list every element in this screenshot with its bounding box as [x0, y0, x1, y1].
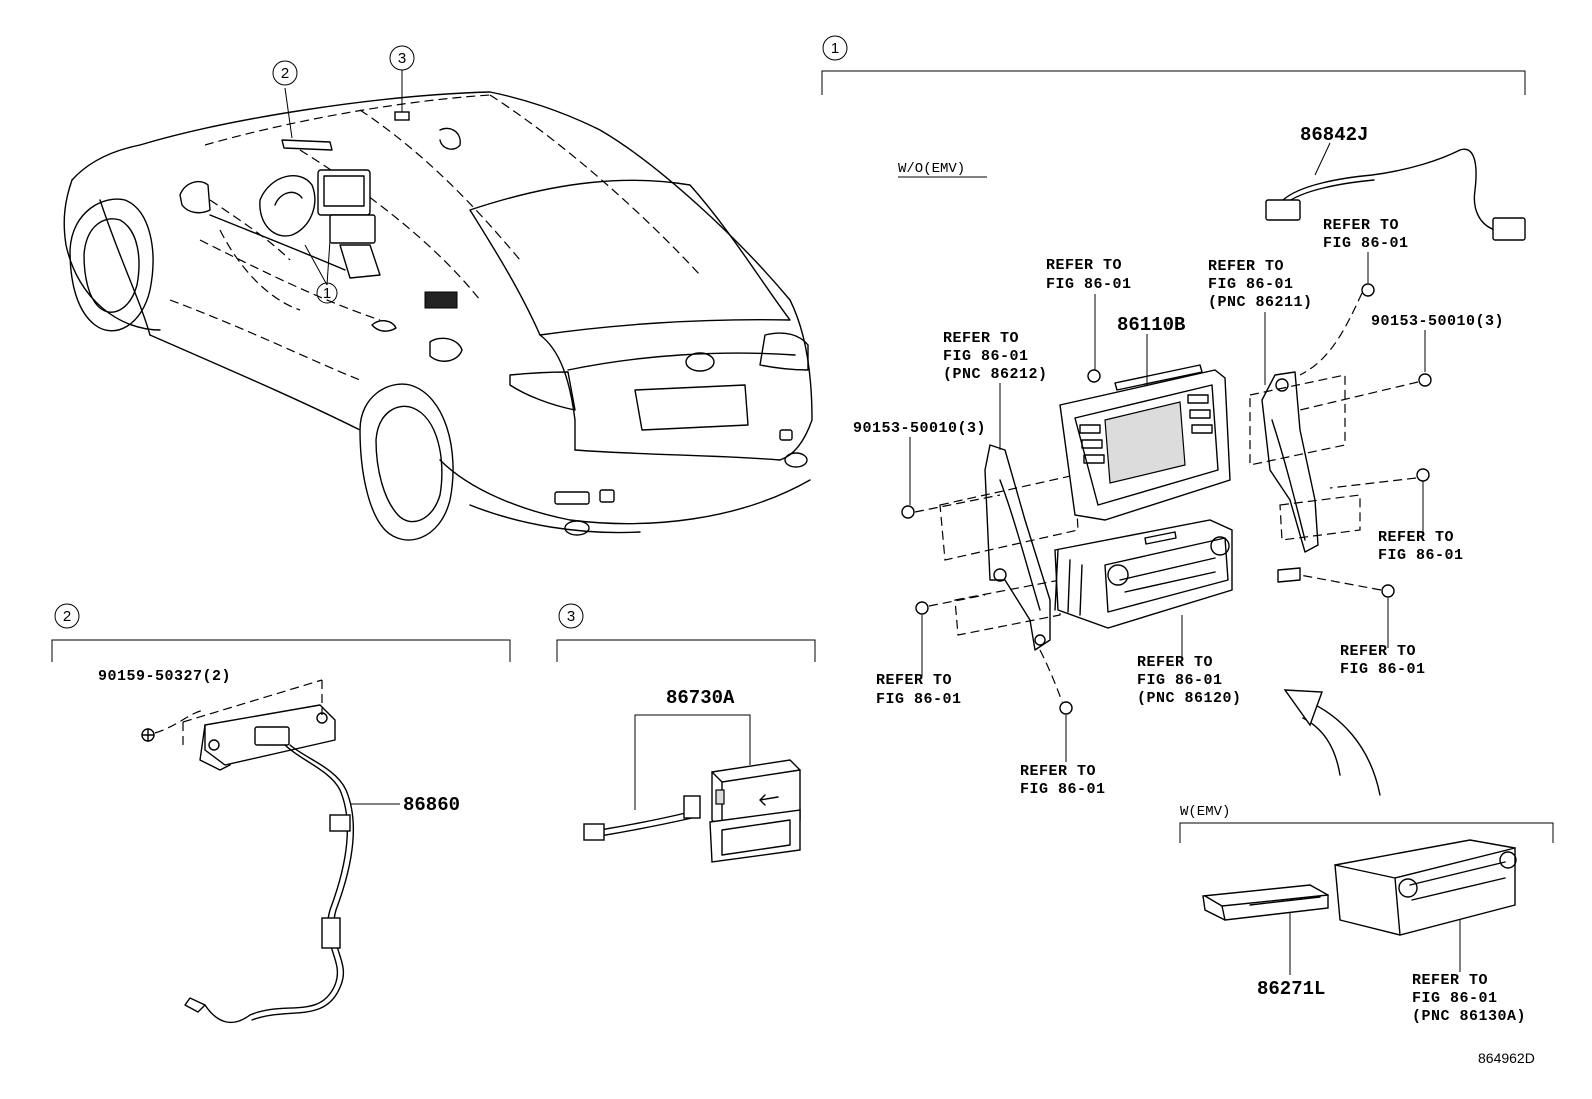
svg-text:REFER TO: REFER TO [1340, 643, 1416, 660]
screw-icon [1381, 584, 1395, 598]
svg-text:FIG 86-01: FIG 86-01 [1378, 547, 1464, 564]
svg-text:(PNC 86120): (PNC 86120) [1137, 690, 1242, 707]
section-3: 3 86730A [556, 603, 816, 863]
refer-fig-86-01-c: REFER TO FIG 86-01 [1378, 529, 1464, 564]
svg-text:REFER TO: REFER TO [1208, 258, 1284, 275]
svg-text:FIG 86-01: FIG 86-01 [1412, 990, 1498, 1007]
section-2: 2 90159-50327(2) 86860 [51, 603, 511, 1024]
svg-text:FIG 86-01: FIG 86-01 [1340, 661, 1426, 678]
svg-text:REFER TO: REFER TO [1378, 529, 1454, 546]
bolt-icon [141, 728, 155, 742]
svg-text:FIG 86-01: FIG 86-01 [1208, 276, 1294, 293]
svg-text:REFER TO: REFER TO [1323, 217, 1399, 234]
refer-fig-86-01-d: REFER TO FIG 86-01 [1340, 643, 1426, 678]
variant-label-wo-emv: W/O(EMV) [898, 161, 965, 177]
svg-text:FIG 86-01: FIG 86-01 [1323, 235, 1409, 252]
part-number-86842J: 86842J [1300, 124, 1368, 146]
part-number-86271L: 86271L [1257, 978, 1325, 1000]
svg-text:FIG 86-01: FIG 86-01 [876, 691, 962, 708]
svg-text:FIG 86-01: FIG 86-01 [1046, 276, 1132, 293]
screw-icon [1418, 373, 1432, 387]
part-number-86730A: 86730A [666, 687, 735, 709]
refer-fig-86-01-pnc-86120: REFER TO FIG 86-01 (PNC 86120) [1137, 654, 1242, 707]
part-number-86110B: 86110B [1117, 314, 1185, 336]
svg-text:REFER TO: REFER TO [943, 330, 1019, 347]
svg-text:(PNC 86211): (PNC 86211) [1208, 294, 1313, 311]
screw-icon [1361, 283, 1375, 297]
svg-text:FIG 86-01: FIG 86-01 [943, 348, 1029, 365]
svg-text:REFER TO: REFER TO [876, 672, 952, 689]
callout-1-overview: 1 [316, 282, 338, 304]
section-1-number: 1 [831, 40, 839, 57]
svg-text:REFER TO: REFER TO [1137, 654, 1213, 671]
refer-fig-86-01-f: REFER TO FIG 86-01 [1020, 763, 1106, 798]
refer-fig-86-01-pnc-86212: REFER TO FIG 86-01 (PNC 86212) [943, 330, 1048, 383]
callout-3-overview: 3 [389, 45, 415, 71]
screw-icon [1416, 468, 1430, 482]
refer-fig-86-01-pnc-86130a: REFER TO FIG 86-01 (PNC 86130A) [1412, 972, 1526, 1025]
screw-icon [1087, 369, 1101, 383]
variant-label-w-emv: W(EMV) [1180, 804, 1230, 820]
refer-fig-86-01-a: REFER TO FIG 86-01 [1046, 257, 1132, 293]
svg-text:(PNC 86130A): (PNC 86130A) [1412, 1008, 1526, 1025]
bolt-label-90153-50010-right: 90153-50010(3) [1371, 313, 1504, 330]
vehicle-overview [63, 70, 813, 541]
part-number-86860: 86860 [403, 794, 460, 816]
refer-fig-86-01-pnc-86211: REFER TO FIG 86-01 (PNC 86211) [1208, 258, 1313, 311]
svg-text:REFER TO: REFER TO [1046, 257, 1122, 274]
refer-fig-86-01-e: REFER TO FIG 86-01 [876, 672, 962, 708]
screw-icon [901, 505, 915, 519]
section-3-number: 3 [567, 608, 575, 625]
callout-number: 1 [323, 285, 331, 302]
svg-text:REFER TO: REFER TO [1412, 972, 1488, 989]
bolt-label-90153-50010-left: 90153-50010(3) [853, 420, 986, 437]
svg-text:(PNC 86212): (PNC 86212) [943, 366, 1048, 383]
diagram-id: 864962D [1478, 1050, 1535, 1066]
bolt-label-90159-50327: 90159-50327(2) [98, 668, 231, 685]
refer-fig-86-01-b: REFER TO FIG 86-01 [1323, 217, 1409, 252]
callout-number: 2 [281, 65, 289, 82]
callout-2-overview: 2 [272, 60, 298, 86]
section-2-number: 2 [63, 608, 71, 625]
screw-icon [915, 601, 929, 615]
svg-text:REFER TO: REFER TO [1020, 763, 1096, 780]
section-1: 1 W/O(EMV) 86842J REFER TO FIG 86-01 861… [821, 35, 1554, 1025]
svg-text:FIG 86-01: FIG 86-01 [1020, 781, 1106, 798]
svg-text:FIG 86-01: FIG 86-01 [1137, 672, 1223, 689]
screw-icon [1059, 701, 1073, 715]
callout-number: 3 [398, 50, 406, 67]
